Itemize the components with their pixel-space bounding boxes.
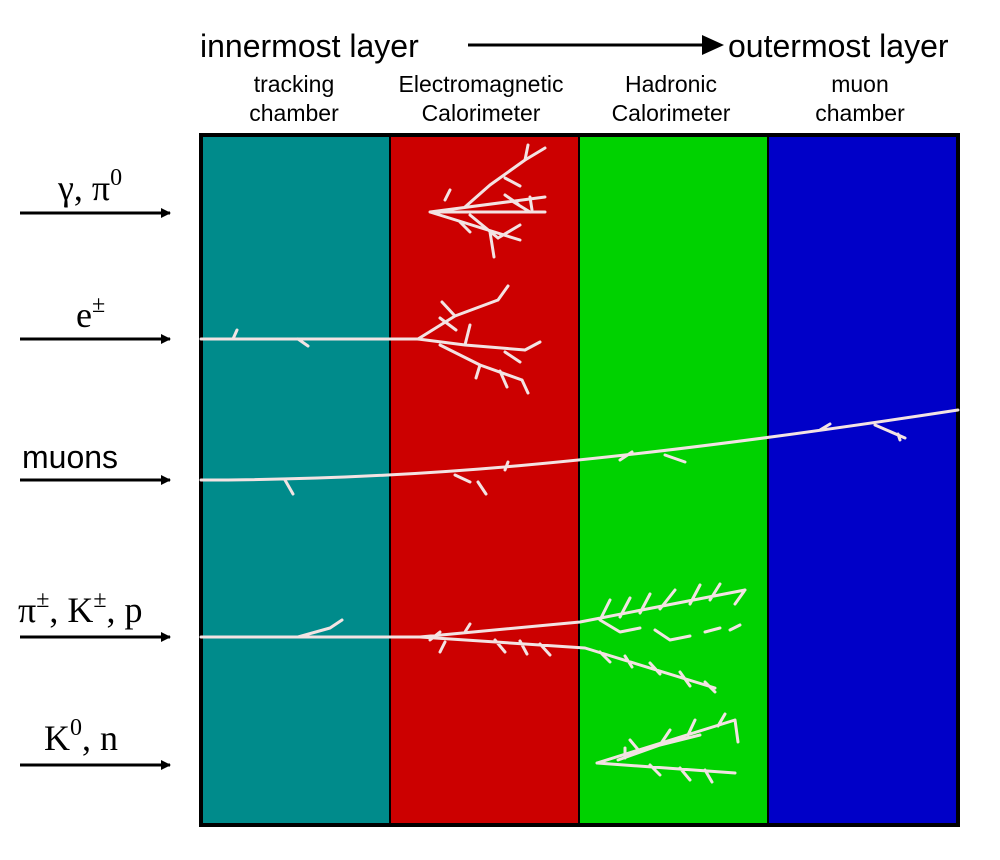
particle-label-neutral-hadrons: K0, n [44, 715, 118, 758]
layer-label-tracking-line2: chamber [249, 100, 339, 126]
layer-label-hadronic-line2: Calorimeter [612, 100, 731, 126]
electron-track [199, 284, 542, 395]
innermost-layer-label: innermost layer [200, 28, 419, 64]
particle-label-charged-hadrons: π±, K±, p [18, 587, 143, 630]
em-calorimeter-layer [390, 135, 579, 825]
hadronic-calorimeter-layer [579, 135, 768, 825]
particle-label-electron: e± [76, 292, 105, 335]
particle-tracks [199, 143, 960, 784]
layer-label-tracking-line1: tracking [254, 71, 335, 97]
muon-track [199, 408, 960, 496]
layer-label-muon-line2: chamber [815, 100, 905, 126]
layer-label-em-line2: Calorimeter [422, 100, 541, 126]
photon-shower [428, 143, 547, 259]
layer-label-hadronic-line1: Hadronic [625, 71, 717, 97]
neutral-hadron-shower [595, 712, 740, 784]
outermost-layer-label: outermost layer [728, 28, 949, 64]
particle-label-muons: muons [22, 439, 118, 475]
particle-label-photon: γ, π0 [57, 165, 122, 208]
direction-arrowhead [702, 35, 724, 55]
layer-label-muon-line1: muon [831, 71, 889, 97]
layer-label-em-line1: Electromagnetic [399, 71, 564, 97]
charged-hadron-shower [199, 582, 747, 694]
muon-chamber-layer [768, 135, 958, 825]
